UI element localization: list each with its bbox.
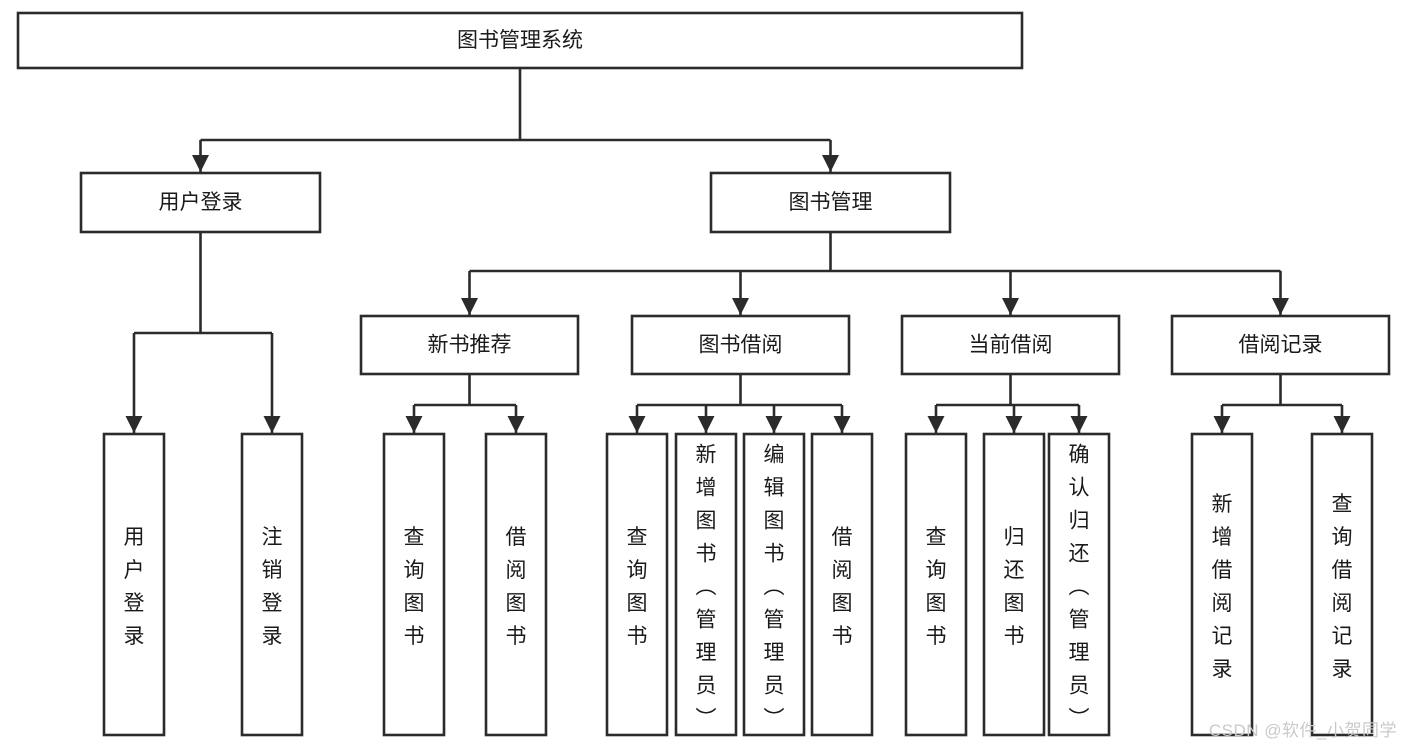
arrow-head-icon [1070, 416, 1088, 433]
node-box[interactable] [674, 432, 738, 737]
arrow-head-icon [507, 416, 525, 433]
arrow-head-icon [697, 416, 715, 433]
node-label: 确认归还︵管理员︶ [1069, 444, 1090, 731]
node-box[interactable] [102, 432, 166, 737]
node-label: 图书管理系统 [457, 29, 583, 52]
node-box[interactable] [904, 432, 968, 737]
arrow-head-icon [461, 298, 478, 315]
node-label: 新书推荐 [428, 334, 512, 357]
arrow-head-icon [1213, 416, 1231, 433]
node-l-query-record[interactable]: 查询借阅记录 [1310, 432, 1374, 737]
node-box[interactable] [1170, 314, 1391, 376]
node-l-borrow-book-2[interactable]: 借阅图书 [810, 432, 874, 737]
arrow-head-icon [405, 416, 423, 433]
arrow-head-icon [1333, 416, 1351, 433]
node-label: 图书管理 [789, 191, 873, 214]
node-box[interactable] [484, 432, 548, 737]
node-label: 查询图书 [404, 526, 425, 648]
node-box[interactable] [359, 314, 580, 376]
node-label: 用户登录 [124, 526, 145, 648]
node-box[interactable] [810, 432, 874, 737]
node-l-query-book-3[interactable]: 查询图书 [904, 432, 968, 737]
node-box[interactable] [1310, 432, 1374, 737]
node-box[interactable] [630, 314, 851, 376]
node-label: 查询借阅记录 [1332, 493, 1353, 681]
node-label: 用户登录 [159, 191, 243, 214]
node-box[interactable] [79, 171, 322, 234]
node-n-book-borrow[interactable]: 图书借阅 [630, 314, 851, 376]
node-box[interactable] [605, 432, 669, 737]
node-n-book-mgmt[interactable]: 图书管理 [709, 171, 952, 234]
arrow-head-icon [1002, 298, 1019, 315]
arrow-head-icon [732, 298, 749, 315]
arrow-head-icon [125, 416, 143, 433]
node-l-return-book[interactable]: 归还图书 [982, 432, 1046, 737]
arrow-head-icon [822, 155, 839, 172]
node-n-new-book-rec[interactable]: 新书推荐 [359, 314, 580, 376]
arrow-head-icon [263, 416, 281, 433]
node-root[interactable]: 图书管理系统 [16, 11, 1024, 70]
node-box[interactable] [382, 432, 446, 737]
node-l-query-book-1[interactable]: 查询图书 [382, 432, 446, 737]
arrow-head-icon [833, 416, 851, 433]
node-l-query-book-2[interactable]: 查询图书 [605, 432, 669, 737]
node-n-user-login[interactable]: 用户登录 [79, 171, 322, 234]
node-l-logout[interactable]: 注销登录 [240, 432, 304, 737]
node-box[interactable] [709, 171, 952, 234]
node-label: 编辑图书︵管理员︶ [764, 444, 785, 731]
arrow-head-icon [927, 416, 945, 433]
node-l-borrow-book-1[interactable]: 借阅图书 [484, 432, 548, 737]
arrow-head-icon [1005, 416, 1023, 433]
node-label: 图书借阅 [699, 334, 783, 357]
arrow-head-icon [765, 416, 783, 433]
node-label: 查询图书 [627, 526, 648, 648]
node-l-edit-book[interactable]: 编辑图书︵管理员︶ [742, 432, 806, 737]
arrow-head-icon [192, 155, 209, 172]
node-label: 查询图书 [926, 526, 947, 648]
node-box[interactable] [1190, 432, 1254, 737]
node-box[interactable] [240, 432, 304, 737]
nodes-layer: 图书管理系统用户登录图书管理新书推荐图书借阅当前借阅借阅记录用户登录注销登录查询… [16, 11, 1391, 737]
arrow-head-icon [628, 416, 646, 433]
node-label: 借阅图书 [832, 526, 853, 648]
node-n-current-borrow[interactable]: 当前借阅 [900, 314, 1121, 376]
node-label: 注销登录 [262, 526, 283, 648]
node-box[interactable] [900, 314, 1121, 376]
node-label: 借阅记录 [1239, 334, 1323, 357]
node-box[interactable] [982, 432, 1046, 737]
node-l-add-record[interactable]: 新增借阅记录 [1190, 432, 1254, 737]
node-n-borrow-record[interactable]: 借阅记录 [1170, 314, 1391, 376]
arrow-head-icon [1272, 298, 1289, 315]
node-box[interactable] [1047, 432, 1111, 737]
node-label: 新增图书︵管理员︶ [696, 444, 717, 731]
node-l-add-book[interactable]: 新增图书︵管理员︶ [674, 432, 738, 737]
node-l-confirm-return[interactable]: 确认归还︵管理员︶ [1047, 432, 1111, 737]
connectors-layer [125, 68, 1351, 433]
node-label: 当前借阅 [969, 334, 1053, 357]
node-box[interactable] [16, 11, 1024, 70]
node-box[interactable] [742, 432, 806, 737]
node-label: 新增借阅记录 [1212, 493, 1233, 681]
node-l-user-login[interactable]: 用户登录 [102, 432, 166, 737]
node-label: 归还图书 [1004, 526, 1025, 648]
node-label: 借阅图书 [506, 526, 527, 648]
